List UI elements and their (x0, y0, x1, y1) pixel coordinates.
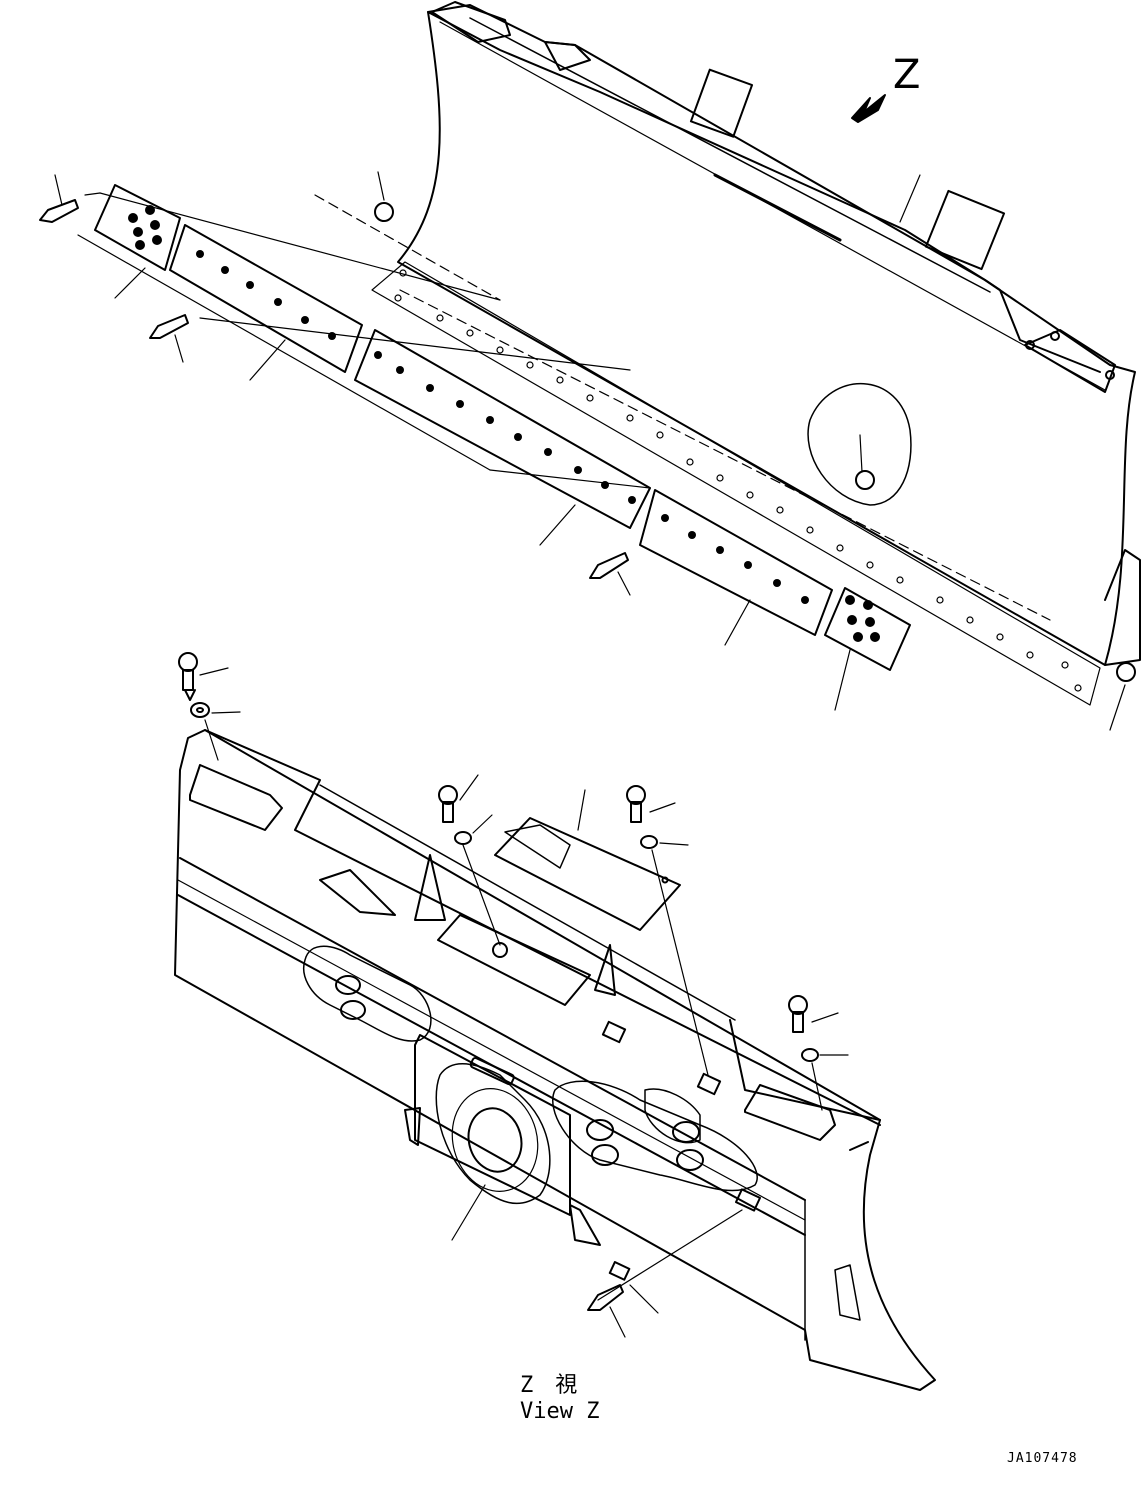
view-arrow-icon (851, 94, 886, 123)
blade-rear-view (174, 652, 936, 1391)
rear-plate-tag (608, 1261, 659, 1314)
cutting-edge-center (354, 329, 651, 529)
stopper-block-1 (601, 1020, 627, 1044)
cover-plate (494, 817, 681, 931)
moldboard-outline (397, 11, 1136, 666)
rear-blade-outline (174, 729, 936, 1391)
plow-bolt-1 (39, 174, 79, 223)
caption-en: View Z (520, 1399, 599, 1424)
nut-1 (374, 202, 394, 222)
caption-ja: Z 視 (520, 1373, 577, 1398)
left-cylinder-bracket (303, 945, 432, 1042)
rear-screw (587, 1209, 743, 1338)
cutting-edge-left (169, 224, 363, 373)
top-left-bracket (431, 1, 511, 43)
rear-bolt-2 (438, 774, 479, 823)
top-mount-2 (924, 189, 1006, 271)
rear-washer-1 (190, 702, 241, 761)
lug-callout-circle (807, 383, 912, 506)
lug-nut (855, 470, 875, 490)
nut-2 (1116, 662, 1136, 682)
rear-left-corner-plate (189, 764, 283, 831)
rear-bolt-3 (626, 785, 676, 823)
leader-lines (77, 192, 1051, 711)
name-plate (734, 1188, 762, 1212)
right-end-plate (1104, 549, 1141, 666)
plow-bolt-2 (149, 314, 189, 363)
rear-mid-plate (437, 914, 591, 1006)
right-end-bit (824, 587, 911, 671)
cutting-edge-right (639, 489, 833, 636)
rear-bolt-1 (178, 652, 229, 701)
drawing-code: JA107478 (1007, 1451, 1078, 1466)
stopper-block-2 (696, 1072, 722, 1096)
left-end-bit (94, 184, 181, 271)
top-right-bracket (1024, 329, 1116, 393)
rear-washer-4 (801, 1048, 849, 1111)
blade-front-view: Z (39, 1, 1141, 731)
top-rail (427, 4, 1101, 373)
top-mount-1 (689, 68, 754, 138)
rear-washer-2 (454, 814, 501, 946)
mounting-holes (371, 261, 1101, 706)
rear-bolt-4 (788, 995, 839, 1033)
rear-washer-3 (640, 835, 709, 1076)
right-cylinder-bracket (552, 1080, 758, 1192)
view-arrow-label: Z (893, 52, 920, 98)
rear-right-corner-plate (744, 1084, 836, 1141)
center-trunnion (414, 1034, 571, 1216)
plow-bolt-3 (589, 552, 631, 596)
